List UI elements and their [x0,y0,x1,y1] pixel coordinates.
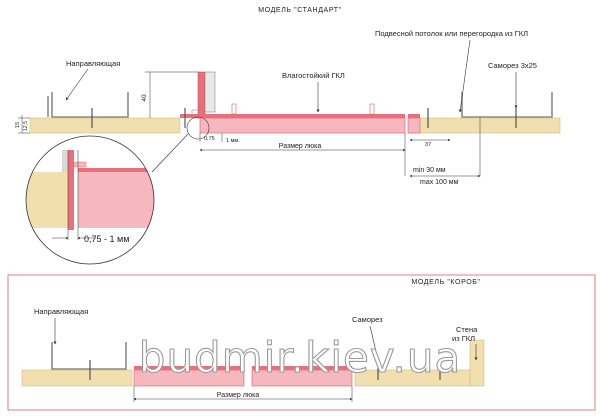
bottom-guide-profile [51,342,441,380]
top-dim-15: 15 [15,122,21,128]
top-dim-max: max 100 мм [420,179,459,186]
bottom-label-screw: Саморез [352,315,383,324]
top-guide-profile-right [427,92,553,128]
top-label-gkl: Влагостойкий ГКЛ [282,71,345,80]
top-dim-0-75: 0,75 [204,136,215,142]
top-detail-marker [186,116,210,140]
top-label-screw: Саморез 3х25 [488,61,537,70]
bottom-label-guide: Направляющая [34,307,88,316]
bottom-title: МОДЕЛЬ "КОРОБ" [411,279,480,286]
watermark: budmir.kiev.ua [139,333,461,382]
top-title: МОДЕЛЬ "СТАНДАРТ" [258,7,341,14]
top-dim-hatch-size: Размер люка [279,143,322,150]
top-dim-12-5: 12,5 [23,121,29,131]
bottom-dim-hatch-size: Размер люка [217,392,260,399]
top-guide-profile-left [47,92,186,128]
top-ceiling-right [409,117,561,134]
bottom-box-left [21,369,133,387]
zoom-dim-label: 0,75 - 1 мм [84,234,129,244]
top-ceiling-left [29,117,181,134]
bottom-label-wall-1: Стена [456,325,478,334]
top-hatch-right-edge [407,117,421,134]
top-hatch-panel [199,117,406,134]
top-dim-40: 40 [141,94,148,102]
top-zoom-detail: 0,75 - 1 мм [25,135,155,265]
top-dim-min: min 30 мм [413,167,446,174]
top-frame-left-bracket [204,71,216,113]
top-label-guide: Направляющая [66,59,120,68]
bottom-label-wall-2: из ГКЛ [452,334,475,343]
top-dim-1mm: 1 мм. [226,138,240,144]
top-dim-37: 37 [425,142,431,148]
top-frame-left-profile [197,71,206,119]
bottom-frame-border [7,274,596,411]
top-label-ceiling: Подвесной потолок или перегородка из ГКЛ [375,29,528,38]
